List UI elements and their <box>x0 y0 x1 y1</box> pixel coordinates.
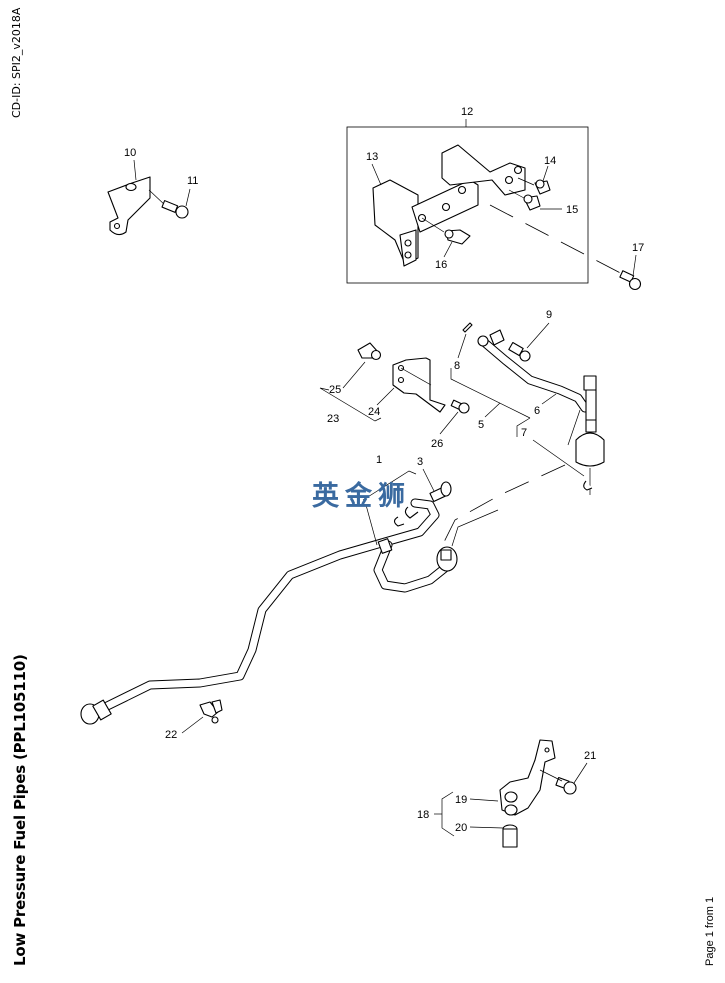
leader-17-dash <box>489 204 631 279</box>
callout-8: 8 <box>454 360 460 372</box>
leader-3 <box>422 468 435 492</box>
leader-9 <box>526 322 550 349</box>
callout-12: 12 <box>461 106 473 118</box>
leader-10 <box>133 159 137 181</box>
leader-24 <box>376 387 395 406</box>
callout-15: 15 <box>566 204 578 216</box>
callout-22: 22 <box>165 729 177 741</box>
callout-17: 17 <box>632 242 644 254</box>
part-12-bracket-upper[interactable] <box>441 144 526 196</box>
callout-24: 24 <box>368 406 380 418</box>
leader-filter <box>567 409 581 446</box>
part-3-fitting[interactable] <box>429 481 452 503</box>
part-21-bolt[interactable] <box>555 776 577 795</box>
callout-19: 19 <box>455 794 467 806</box>
leader-14-axis <box>517 177 535 186</box>
part-clip-upper[interactable] <box>404 506 419 519</box>
callout-26: 26 <box>431 438 443 450</box>
leader-11 <box>185 188 191 207</box>
callout-20: 20 <box>455 822 467 834</box>
leader-pipe-end <box>451 509 499 547</box>
part-fuel-filter[interactable] <box>575 375 605 467</box>
callout-10: 10 <box>124 147 136 159</box>
callout-14: 14 <box>544 155 556 167</box>
leader-21-axis <box>539 769 563 782</box>
leader-8 <box>457 333 467 359</box>
leader-15-axis <box>508 189 525 199</box>
leader-20 <box>469 826 504 829</box>
part-7-clip[interactable] <box>583 480 593 491</box>
callout-9: 9 <box>546 309 552 321</box>
callout-7: 7 <box>521 427 527 439</box>
leader-7 <box>532 439 585 477</box>
callout-18: 18 <box>417 809 429 821</box>
part-16-clip[interactable] <box>444 229 471 245</box>
callout-3: 3 <box>417 456 423 468</box>
callout-13: 13 <box>366 151 378 163</box>
part-17-bolt[interactable] <box>619 270 642 291</box>
part-1-pipe[interactable] <box>80 498 458 725</box>
leader-22 <box>181 716 204 734</box>
part-19-bracket[interactable] <box>499 739 556 816</box>
part-6-pipe[interactable] <box>477 329 590 413</box>
callout-6: 6 <box>534 405 540 417</box>
leader-19 <box>469 798 499 802</box>
leader-16 <box>443 241 453 258</box>
bracket-5-8 <box>450 368 531 419</box>
bracket-1-3 <box>362 470 417 501</box>
leader-6 <box>541 393 557 405</box>
part-14-clip[interactable] <box>534 179 551 195</box>
part-24-bracket[interactable] <box>392 357 446 413</box>
bracket-23 <box>319 387 382 422</box>
part-13-bracket[interactable] <box>372 179 479 267</box>
part-9-bolt[interactable] <box>508 341 531 362</box>
part-8-oring[interactable] <box>462 322 473 333</box>
part-10-bracket[interactable] <box>107 176 151 236</box>
part-15-clip[interactable] <box>523 194 541 211</box>
callout-25: 25 <box>329 384 341 396</box>
bracket-18 <box>441 791 455 837</box>
leader-5 <box>484 402 501 418</box>
part-20-stud[interactable] <box>502 824 518 848</box>
part-26-bolt[interactable] <box>450 399 470 414</box>
leader-17 <box>632 254 637 277</box>
leader-16-axis <box>421 217 445 233</box>
kit-12-box <box>346 126 589 284</box>
bracket-6-7 <box>516 417 531 437</box>
part-22-clip[interactable] <box>199 699 223 724</box>
callout-16: 16 <box>435 259 447 271</box>
callout-21: 21 <box>584 750 596 762</box>
leader-21 <box>573 762 588 784</box>
callout-1: 1 <box>376 454 382 466</box>
part-25-clip[interactable] <box>357 342 382 361</box>
callout-11: 11 <box>187 175 198 187</box>
leader-25 <box>342 361 366 389</box>
callout-5: 5 <box>478 419 484 431</box>
watermark-logo: 英金狮 <box>312 481 411 512</box>
connection-dash <box>439 464 566 551</box>
callout-23: 23 <box>327 413 339 425</box>
part-2-clip[interactable] <box>393 516 405 527</box>
leader-26 <box>439 411 459 435</box>
part-11-bolt[interactable] <box>161 200 189 219</box>
leader-14 <box>542 165 549 182</box>
leader-1 <box>365 504 378 546</box>
leader-13 <box>371 163 382 186</box>
